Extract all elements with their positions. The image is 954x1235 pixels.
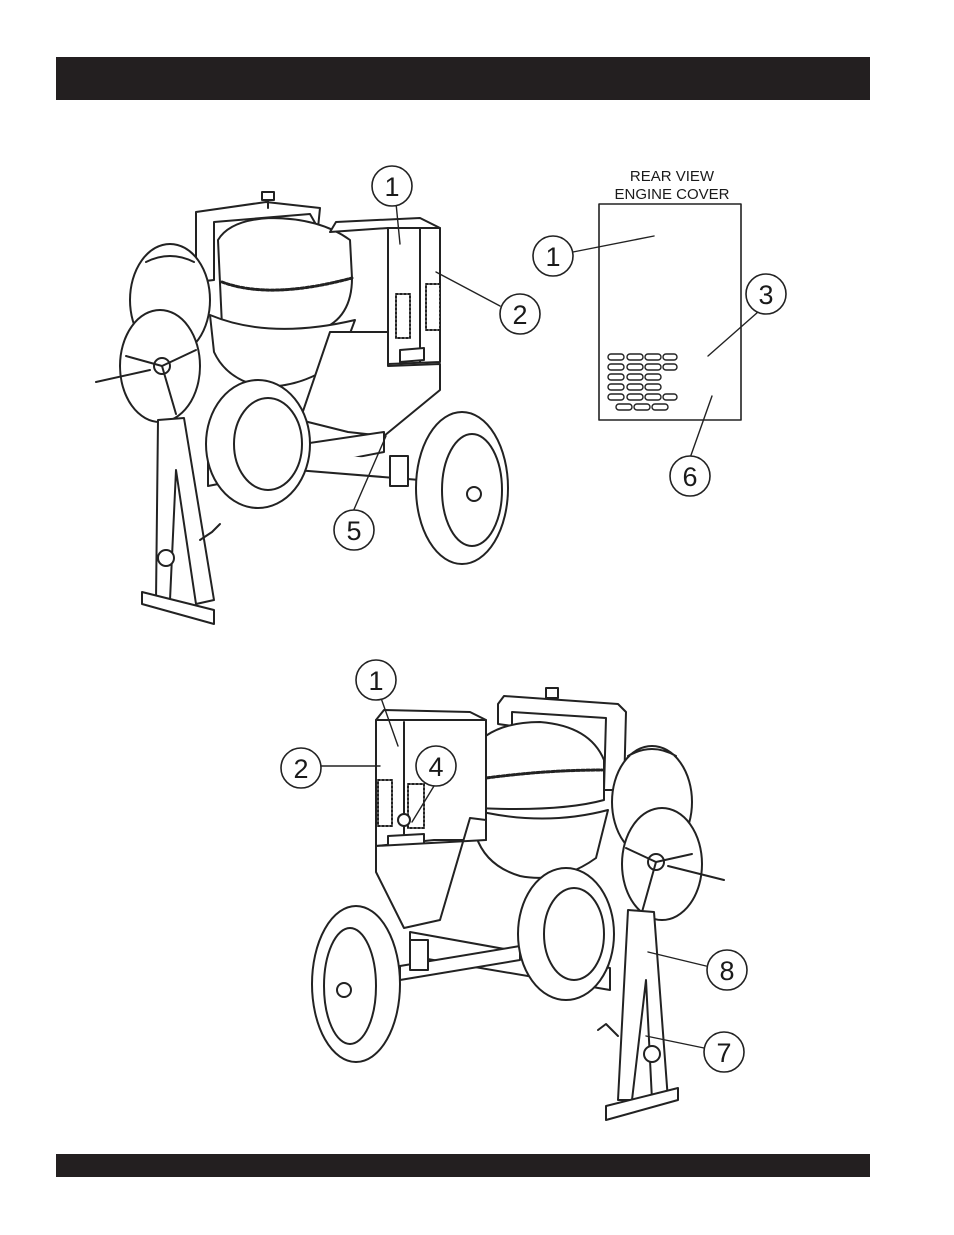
svg-text:2: 2 [512,300,527,330]
callout-bottom-7: 7 [704,1032,744,1072]
bottom-mixer-illustration [312,688,724,1120]
svg-text:1: 1 [384,172,399,202]
callout-bottom-4: 4 [416,746,456,786]
callout-rear-6: 6 [670,456,710,496]
svg-text:5: 5 [346,516,361,546]
svg-text:7: 7 [716,1038,731,1068]
rear-view-title: REAR VIEW [630,168,715,185]
callout-bottom-2: 2 [281,748,321,788]
callout-bottom-8: 8 [707,950,747,990]
callout-top-2: 2 [500,294,540,334]
svg-text:1: 1 [368,666,383,696]
svg-text:4: 4 [428,752,443,782]
svg-text:2: 2 [293,754,308,784]
callout-top-5: 5 [334,510,374,550]
callout-bottom-1: 1 [356,660,396,700]
callout-top-1: 1 [372,166,412,206]
svg-text:1: 1 [545,242,560,272]
engine-cover-title: ENGINE COVER [614,186,729,203]
rear-view-panel: REAR VIEW ENGINE COVER [599,168,741,420]
svg-text:3: 3 [758,280,773,310]
svg-text:8: 8 [719,956,734,986]
callout-rear-3: 3 [746,274,786,314]
svg-text:6: 6 [682,462,697,492]
top-mixer-illustration [96,192,508,624]
callout-rear-1: 1 [533,236,573,276]
